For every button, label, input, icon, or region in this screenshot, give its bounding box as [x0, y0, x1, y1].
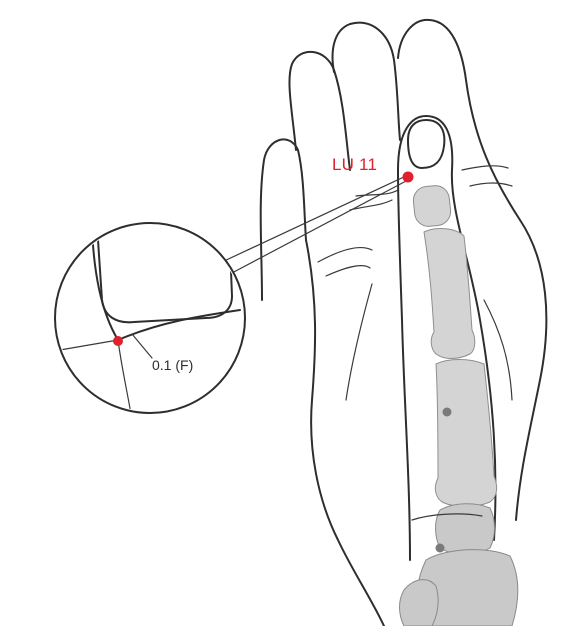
- magnified-acupoint-marker: [113, 336, 123, 346]
- distal-phalanx-bone: [412, 184, 452, 228]
- magnified-detail-inset: [55, 222, 245, 420]
- thumbnail: [408, 120, 444, 168]
- palm-crease-7: [346, 284, 372, 400]
- acupoint-label: LU 11: [332, 156, 377, 173]
- palm-crease-3: [356, 190, 398, 196]
- measurement-label: 0.1 (F): [152, 358, 193, 372]
- palm-crease-5: [462, 166, 508, 170]
- leader-line-top: [222, 176, 406, 262]
- palm-left-edge: [306, 240, 384, 626]
- metacarpal-bone: [435, 360, 496, 507]
- acupoint-marker-lu11: [403, 172, 414, 183]
- index-finger-outline: [261, 139, 306, 300]
- palm-crease-2: [326, 266, 370, 276]
- carpal-bone-1: [436, 504, 495, 554]
- palm-crease-6: [470, 183, 512, 186]
- joint-dot-mcp: [443, 408, 452, 417]
- carpal-bone-3: [400, 580, 439, 626]
- ring-finger-outline: [333, 23, 400, 140]
- palm-crease-1: [318, 248, 372, 262]
- joint-dot-cmc: [436, 544, 445, 553]
- palm-crease-8: [484, 300, 512, 400]
- leader-line-bottom: [230, 180, 408, 274]
- palm-crease-4: [350, 200, 392, 210]
- proximal-phalanx-bone: [424, 229, 475, 359]
